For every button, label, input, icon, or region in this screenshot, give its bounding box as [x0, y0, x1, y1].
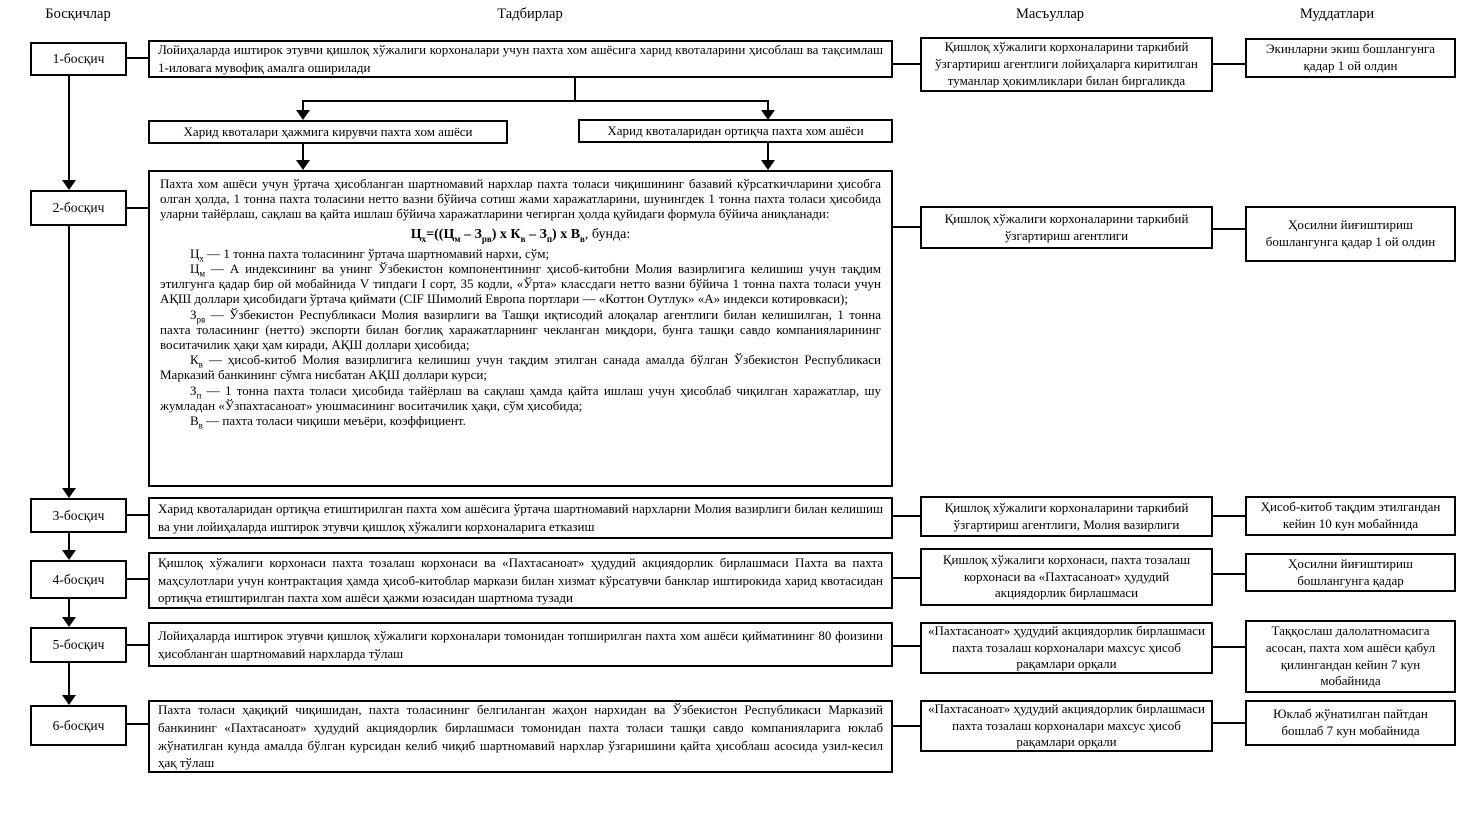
- stage-box-4: 4-босқич: [30, 560, 127, 599]
- deadline-box-1: Экинларни экиш бошлангунга қадар 1 ой ол…: [1245, 38, 1456, 78]
- connector-line: [1213, 573, 1245, 575]
- arrow-down-icon: [296, 110, 310, 120]
- stage-box-1: 1-босқич: [30, 42, 127, 76]
- connector-line: [767, 100, 769, 110]
- connector-line: [1213, 228, 1245, 230]
- connector-line: [893, 577, 920, 579]
- responsible-box-6: «Пахтасаноат» ҳудудий акциядорлик бирлаш…: [920, 700, 1213, 752]
- connector-line: [127, 57, 148, 59]
- activity-box-4: Қишлоқ хўжалиги корхонаси пахта тозалаш …: [148, 552, 893, 609]
- connector-line: [302, 100, 769, 102]
- connector-line: [767, 143, 769, 160]
- deadline-text-6: Юклаб жўнатилган пайтдан бошлаб 7 кун мо…: [1273, 706, 1428, 738]
- arrow-down-icon: [62, 180, 76, 190]
- connector-line: [68, 533, 70, 550]
- connector-line: [1213, 722, 1245, 724]
- stage-box-6: 6-босқич: [30, 705, 127, 746]
- responsible-text-4: Қишлоқ хўжалиги корхонаси, пахта тозалаш…: [942, 551, 1191, 601]
- formula-definition: Кв — ҳисоб-китоб Молия вазирлигига келиш…: [160, 352, 881, 383]
- branch-box-over-quota: Харид квоталаридан ортиқча пахта хом ашё…: [578, 119, 893, 143]
- connector-line: [68, 76, 70, 180]
- activity-text-6: Пахта толаси ҳақиқий чиқишидан, пахта то…: [158, 701, 883, 771]
- activity-box-1: Лойиҳаларда иштирок этувчи қишлоқ хўжали…: [148, 40, 893, 78]
- formula-definition: Цм — А индексининг ва унинг Ўзбекистон к…: [160, 261, 881, 307]
- responsible-box-2: Қишлоқ хўжалиги корхоналарини таркибий ў…: [920, 206, 1213, 249]
- arrow-down-icon: [296, 160, 310, 170]
- arrow-down-icon: [62, 617, 76, 627]
- branch-box-within-quota: Харид квоталари ҳажмига кирувчи пахта хо…: [148, 120, 508, 144]
- column-header-stages: Босқичлар: [45, 6, 111, 22]
- connector-line: [893, 63, 920, 65]
- formula-intro: Пахта хом ашёси учун ўртача ҳисобланган …: [160, 176, 881, 222]
- arrow-down-icon: [62, 695, 76, 705]
- connector-line: [127, 207, 148, 209]
- connector-line: [127, 644, 148, 646]
- activity-box-5: Лойиҳаларда иштирок этувчи қишлоқ хўжали…: [148, 622, 893, 667]
- deadline-text-2: Ҳосилни йиғиштириш бошлангунга қадар 1 о…: [1265, 217, 1436, 249]
- arrow-down-icon: [761, 110, 775, 120]
- deadline-text-1: Экинларни экиш бошлангунга қадар 1 ой ол…: [1265, 41, 1436, 73]
- connector-line: [893, 515, 920, 517]
- activity-box-3: Харид квоталаридан ортиқча етиштирилган …: [148, 497, 893, 539]
- connector-line: [893, 226, 920, 228]
- responsible-text-2: Қишлоқ хўжалиги корхоналарини таркибий ў…: [944, 210, 1189, 243]
- formula-definition: Зрв — Ўзбекистон Республикаси Молия вази…: [160, 306, 881, 353]
- deadline-box-4: Ҳосилни йиғиштириш бошлангунга қадар: [1245, 553, 1456, 592]
- connector-line: [302, 144, 304, 160]
- responsible-text-1: Қишлоқ хўжалиги корхоналарини таркибий ў…: [935, 39, 1198, 88]
- activity-text-4: Қишлоқ хўжалиги корхонаси пахта тозалаш …: [158, 554, 883, 606]
- column-header-activities: Тадбирлар: [497, 6, 563, 22]
- activity-text-1: Лойиҳаларда иштирок этувчи қишлоқ хўжали…: [158, 42, 883, 75]
- arrow-down-icon: [62, 550, 76, 560]
- connector-line: [1213, 515, 1245, 517]
- connector-line: [893, 645, 920, 647]
- connector-line: [68, 663, 70, 695]
- connector-line: [68, 226, 70, 488]
- formula-definition: Зп — 1 тонна пахта толаси ҳисобида тайёр…: [160, 382, 881, 413]
- connector-line: [127, 723, 148, 725]
- stage-box-2: 2-босқич: [30, 190, 127, 226]
- activity-box-6: Пахта толаси ҳақиқий чиқишидан, пахта то…: [148, 700, 893, 773]
- connector-line: [1213, 63, 1245, 65]
- deadline-box-6: Юклаб жўнатилган пайтдан бошлаб 7 кун мо…: [1245, 700, 1456, 746]
- formula-definition: Вв — пахта толаси чиқиши меъёри, коэффиц…: [190, 413, 466, 431]
- responsible-box-5: «Пахтасаноат» ҳудудий акциядорлик бирлаш…: [920, 622, 1213, 674]
- price-formula: Цх=((Цм – Зрв) х Кв – Зп) х Вв, бунда:: [410, 226, 631, 244]
- formula-definition: Цх — 1 тонна пахта толасининг ўртача шар…: [190, 245, 550, 264]
- connector-line: [574, 78, 576, 100]
- stage-box-3: 3-босқич: [30, 498, 127, 533]
- stage-box-5: 5-босқич: [30, 627, 127, 663]
- responsible-text-5: «Пахтасаноат» ҳудудий акциядорлик бирлаш…: [928, 622, 1205, 672]
- activity-text-3: Харид квоталаридан ортиқча етиштирилган …: [158, 501, 883, 534]
- connector-line: [302, 100, 304, 110]
- deadline-text-4: Ҳосилни йиғиштириш бошлангунга қадар: [1288, 555, 1413, 588]
- responsible-box-1: Қишлоқ хўжалиги корхоналарини таркибий ў…: [920, 37, 1213, 92]
- connector-line: [68, 599, 70, 617]
- deadline-text-5: Таққослаш далолатномасига асосан, пахта …: [1265, 622, 1436, 689]
- deadline-box-2: Ҳосилни йиғиштириш бошлангунга қадар 1 о…: [1245, 206, 1456, 262]
- deadline-box-5: Таққослаш далолатномасига асосан, пахта …: [1245, 620, 1456, 693]
- deadline-box-3: Ҳисоб-китоб тақдим этилгандан кейин 10 к…: [1245, 496, 1456, 536]
- arrow-down-icon: [761, 160, 775, 170]
- column-header-deadlines: Муддатлари: [1299, 6, 1375, 22]
- responsible-text-3: Қишлоқ хўжалиги корхоналарини таркибий ў…: [944, 499, 1189, 532]
- connector-line: [893, 725, 920, 727]
- connector-line: [127, 514, 148, 516]
- column-header-responsibles: Масъуллар: [1015, 6, 1085, 22]
- responsible-box-3: Қишлоқ хўжалиги корхоналарини таркибий ў…: [920, 496, 1213, 537]
- connector-line: [1213, 646, 1245, 648]
- responsible-box-4: Қишлоқ хўжалиги корхонаси, пахта тозалаш…: [920, 548, 1213, 606]
- activity-text-5: Лойиҳаларда иштирок этувчи қишлоқ хўжали…: [158, 627, 883, 661]
- connector-line: [127, 578, 148, 580]
- arrow-down-icon: [62, 488, 76, 498]
- activity-box-2-formula: Пахта хом ашёси учун ўртача ҳисобланган …: [148, 170, 893, 487]
- deadline-text-3: Ҳисоб-китоб тақдим этилгандан кейин 10 к…: [1260, 499, 1441, 531]
- responsible-text-6: «Пахтасаноат» ҳудудий акциядорлик бирлаш…: [928, 700, 1205, 750]
